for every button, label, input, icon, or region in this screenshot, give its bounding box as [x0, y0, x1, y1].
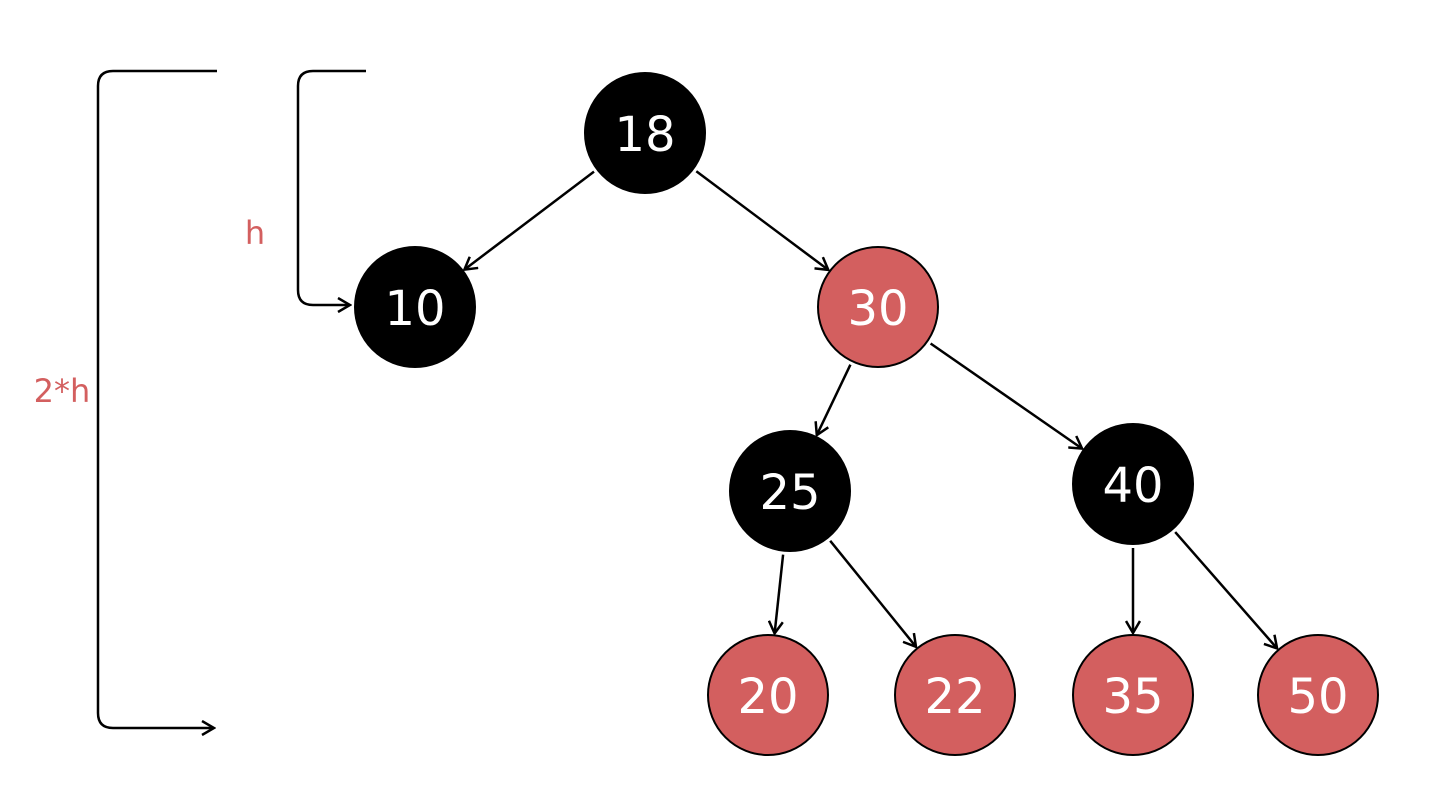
node-label: 40 — [1102, 458, 1163, 514]
node-label: 50 — [1287, 669, 1348, 725]
node-label: 10 — [384, 281, 445, 337]
short-height-bracket — [296, 69, 366, 305]
edge-18-10 — [464, 170, 595, 270]
edge-30-25 — [817, 364, 852, 435]
tree-node-22: 22 — [894, 634, 1016, 756]
edge-30-40 — [929, 342, 1083, 449]
tree-node-30: 30 — [817, 246, 939, 368]
tree-node-40: 40 — [1072, 423, 1194, 545]
node-circle — [1257, 634, 1379, 756]
node-label: 22 — [924, 669, 985, 725]
tree-nodes: 18 10 30 25 40 20 22 35 — [354, 72, 1379, 756]
edge-18-30 — [695, 170, 828, 270]
node-circle — [354, 246, 476, 368]
edge-25-22 — [829, 540, 916, 647]
tree-node-25: 25 — [729, 430, 851, 552]
tree-node-50: 50 — [1257, 634, 1379, 756]
node-circle — [1072, 423, 1194, 545]
long-height-label: 2*h — [34, 372, 91, 410]
tree-edges — [464, 170, 1277, 648]
short-height-label: h — [245, 214, 265, 252]
node-circle — [894, 634, 1016, 756]
node-circle — [1072, 634, 1194, 756]
tree-node-18: 18 — [584, 72, 706, 194]
edge-25-20 — [775, 554, 785, 634]
node-circle — [584, 72, 706, 194]
tree-node-10: 10 — [354, 246, 476, 368]
node-label: 20 — [737, 669, 798, 725]
edge-40-50 — [1174, 531, 1277, 648]
tree-node-35: 35 — [1072, 634, 1194, 756]
node-circle — [707, 634, 829, 756]
long-height-bracket — [96, 69, 217, 728]
node-label: 35 — [1102, 669, 1163, 725]
node-label: 18 — [614, 107, 675, 163]
node-label: 25 — [759, 465, 820, 521]
node-circle — [817, 246, 939, 368]
node-label: 30 — [847, 281, 908, 337]
tree-node-20: 20 — [707, 634, 829, 756]
node-circle — [729, 430, 851, 552]
